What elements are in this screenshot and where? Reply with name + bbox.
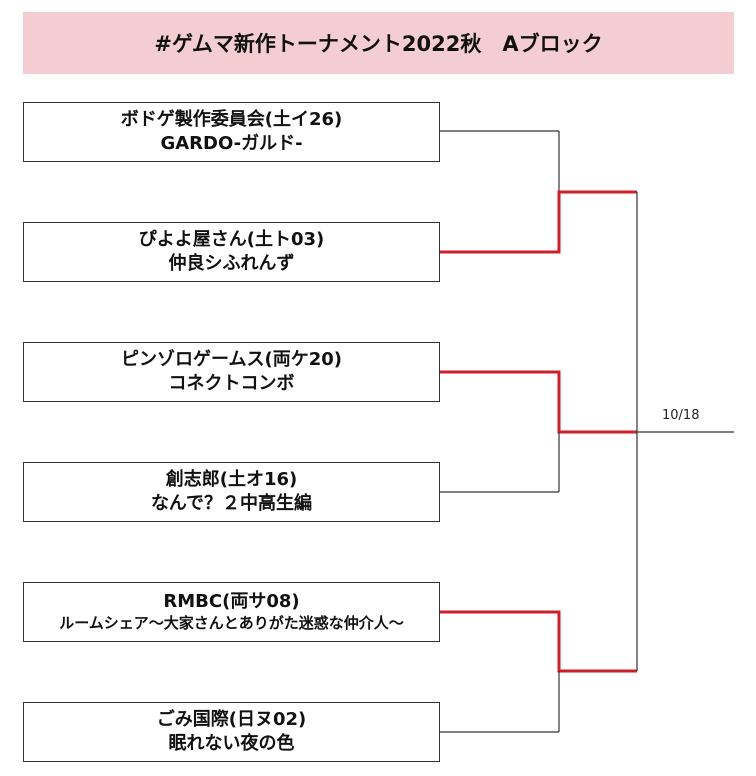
round-date-label: 10/18: [662, 408, 700, 423]
team-box-2: ぴよよ屋さん(土ト03) 仲良シふれんず: [23, 222, 440, 282]
team-name: 創志郎(土オ16): [165, 469, 298, 491]
page-title: #ゲムマ新作トーナメント2022秋 Aブロック: [154, 32, 603, 56]
team-game-title: コネクトコンボ: [168, 373, 295, 394]
title-banner: #ゲムマ新作トーナメント2022秋 Aブロック: [23, 12, 734, 74]
team-game-title: ルームシェア～大家さんとありがた迷惑な仲介人～: [59, 613, 404, 632]
team-name: ボドゲ製作委員会(土イ26): [120, 109, 343, 131]
team-name: ピンゾロゲームス(両ケ20): [121, 349, 342, 371]
team-box-5: RMBC(両サ08) ルームシェア～大家さんとありがた迷惑な仲介人～: [23, 582, 440, 642]
team-game-title: 仲良シふれんず: [168, 253, 295, 274]
team-game-title: GARDO-ガルド-: [160, 133, 303, 154]
team-name: ごみ国際(日ヌ02): [156, 709, 307, 731]
r1-advance-team5: [440, 610, 637, 673]
team-name: ぴよよ屋さん(土ト03): [138, 229, 325, 251]
r1-advance-team2: [440, 190, 637, 254]
team-game-title: なんで？２中高生編: [150, 493, 313, 514]
r1-advance-team3: [440, 370, 637, 434]
team-box-4: 創志郎(土オ16) なんで？２中高生編: [23, 462, 440, 522]
team-game-title: 眠れない夜の色: [168, 733, 295, 754]
team-box-3: ピンゾロゲームス(両ケ20) コネクトコンボ: [23, 342, 440, 402]
team-box-6: ごみ国際(日ヌ02) 眠れない夜の色: [23, 702, 440, 762]
team-box-1: ボドゲ製作委員会(土イ26) GARDO-ガルド-: [23, 102, 440, 162]
team-name: RMBC(両サ08): [163, 591, 300, 613]
